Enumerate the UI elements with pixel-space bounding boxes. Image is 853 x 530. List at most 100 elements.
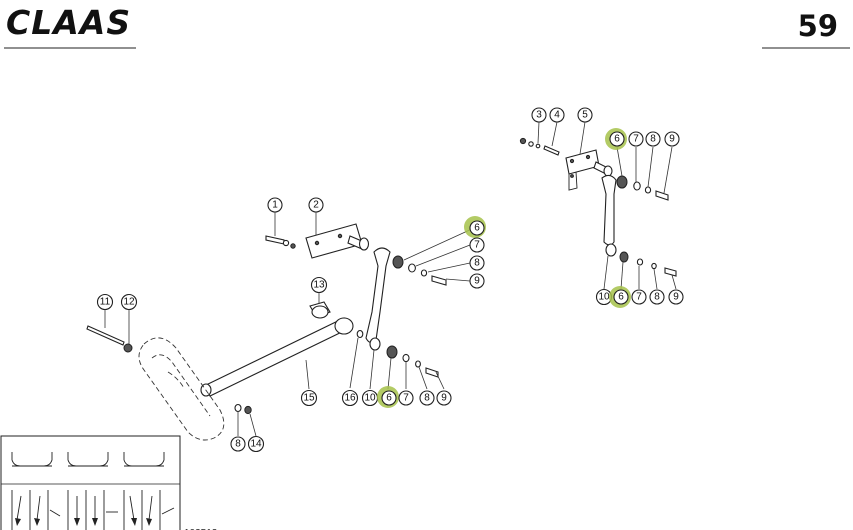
upper-right-assembly [519, 137, 677, 277]
svg-text:11: 11 [100, 297, 111, 308]
callout-12: 12 [120, 293, 138, 311]
washer-8-icon [420, 269, 428, 277]
washer-7-icon [633, 181, 641, 191]
washer-icon [528, 141, 534, 147]
callout-3: 3 [531, 107, 547, 123]
svg-text:9: 9 [474, 276, 480, 287]
svg-text:6: 6 [474, 223, 480, 234]
svg-text:8: 8 [235, 439, 241, 450]
svg-text:3: 3 [536, 110, 542, 121]
svg-text:8: 8 [474, 258, 480, 269]
trough-shape-icon [11, 452, 53, 467]
svg-text:5: 5 [582, 110, 588, 121]
bushing-6-icon [392, 255, 404, 269]
washer-7-icon [402, 353, 410, 363]
bushing-10-icon [605, 243, 617, 257]
bolt-4-icon [543, 145, 560, 156]
svg-text:7: 7 [636, 292, 642, 303]
washer-7-icon [408, 263, 416, 273]
svg-text:9: 9 [673, 292, 679, 303]
callout-7: 7 [398, 390, 414, 406]
svg-text:2: 2 [313, 200, 319, 211]
bolt-9-icon [655, 190, 669, 201]
bolt-1-icon [265, 235, 285, 245]
bolt-9-icon [431, 275, 447, 286]
callout-8: 8 [469, 255, 485, 271]
svg-text:1: 1 [272, 200, 278, 211]
callout-15: 15 [300, 389, 318, 407]
trough-shape-icon [123, 452, 165, 467]
svg-text:10: 10 [598, 292, 610, 303]
svg-text:8: 8 [654, 292, 660, 303]
svg-text:6: 6 [618, 292, 624, 303]
svg-text:14: 14 [250, 439, 262, 450]
arrow-cell-icon [67, 490, 118, 530]
callout-8: 8 [419, 390, 435, 406]
lever-arm-middle [365, 247, 391, 344]
svg-text:10: 10 [364, 393, 376, 404]
tube-15 [203, 317, 351, 397]
nut-3-icon [519, 137, 527, 145]
callout-13: 13 [310, 276, 328, 294]
callout-1: 1 [267, 197, 283, 213]
callout-4: 4 [549, 107, 565, 123]
callout-7: 7 [628, 131, 644, 147]
callout-6-highlight: 6 [605, 128, 627, 150]
callout-16: 16 [341, 389, 359, 407]
svg-text:8: 8 [650, 134, 656, 145]
nut-12-icon [123, 343, 133, 353]
bushing-10-icon [369, 337, 381, 351]
svg-text:6: 6 [614, 134, 620, 145]
svg-text:7: 7 [474, 240, 480, 251]
callouts: 1 2 6 7 8 9 13 11 12 15 16 10 6 7 8 9 8 … [96, 107, 684, 453]
callout-8: 8 [230, 436, 246, 452]
washer-8-icon [651, 262, 657, 270]
washer-7-icon [636, 258, 644, 266]
washer-8-icon [415, 360, 421, 368]
callout-6-highlight: 6 [464, 216, 486, 238]
svg-text:8: 8 [424, 393, 430, 404]
callout-14: 14 [247, 435, 265, 453]
svg-text:16: 16 [344, 393, 356, 404]
callout-7: 7 [469, 237, 485, 253]
arrow-cell-icon [123, 490, 175, 530]
bushing-6-icon [616, 175, 628, 189]
bushing-6-icon [386, 345, 398, 359]
callout-2: 2 [308, 197, 324, 213]
svg-text:4: 4 [554, 110, 560, 121]
callout-5: 5 [577, 107, 593, 123]
svg-text:7: 7 [633, 134, 639, 145]
bolt-11-icon [86, 325, 125, 346]
svg-text:12: 12 [123, 297, 135, 308]
washer-8-icon [234, 403, 242, 413]
lever-arm [601, 174, 617, 246]
washer-16-icon [356, 329, 364, 339]
svg-text:9: 9 [669, 134, 675, 145]
callout-9: 9 [664, 131, 680, 147]
page-number: 59 [798, 9, 838, 43]
svg-text:9: 9 [441, 393, 447, 404]
callout-11: 11 [96, 293, 114, 311]
bushing-6-icon [619, 251, 629, 263]
brand-logo: CLAAS [6, 3, 131, 42]
washer-8-icon [644, 186, 652, 194]
callout-9: 9 [668, 289, 684, 305]
svg-text:7: 7 [403, 393, 409, 404]
lead-lines [104, 121, 677, 437]
callout-6-highlight: 6 [609, 286, 631, 308]
bolt-9-icon [664, 267, 677, 277]
arrow-cell-icon [11, 490, 61, 530]
callout-8: 8 [645, 131, 661, 147]
middle-assembly [86, 223, 447, 441]
svg-text:13: 13 [313, 280, 325, 291]
svg-text:15: 15 [303, 393, 315, 404]
callout-8: 8 [649, 289, 665, 305]
legend-box: 103513 [0, 435, 218, 530]
trough-shape-icon [67, 452, 109, 467]
callout-6-highlight: 6 [377, 386, 399, 408]
svg-text:6: 6 [386, 393, 392, 404]
callout-7: 7 [631, 289, 647, 305]
dashed-outline [138, 337, 225, 441]
drawing-code: 103513 [184, 528, 218, 530]
